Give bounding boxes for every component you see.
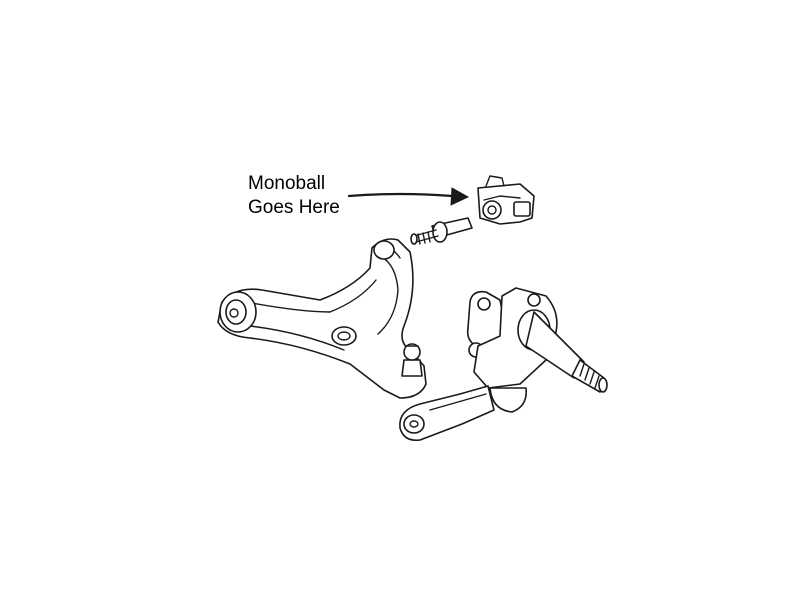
bushing-bolt bbox=[410, 217, 473, 245]
lower-control-arm bbox=[217, 238, 427, 399]
callout-line-1: Monoball bbox=[248, 173, 326, 194]
callout-line-2: Goes Here bbox=[248, 197, 340, 218]
callout-arrow-icon bbox=[347, 187, 470, 206]
monoball-bracket bbox=[477, 175, 535, 225]
monoball-callout-label: Monoball Goes Here bbox=[248, 172, 340, 220]
steering-knuckle bbox=[399, 287, 608, 442]
